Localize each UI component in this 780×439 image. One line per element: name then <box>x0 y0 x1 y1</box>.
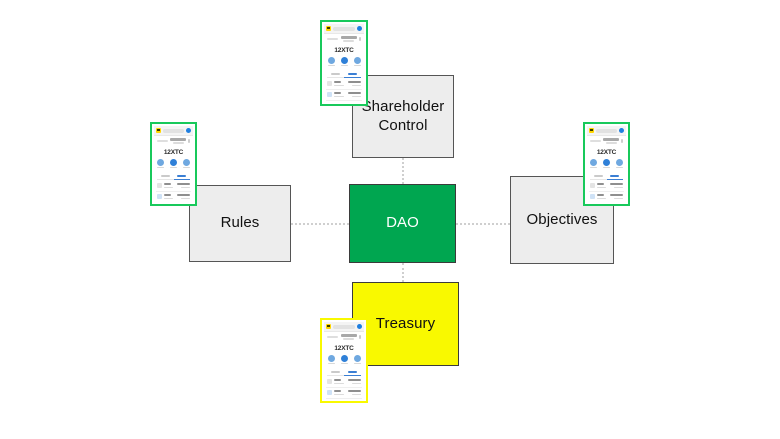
account-row[interactable] <box>587 136 626 145</box>
action-swap-button[interactable] <box>353 354 361 364</box>
list-item[interactable] <box>589 192 624 202</box>
action-swap-button[interactable] <box>183 158 190 168</box>
wallet-logo-icon <box>326 324 331 329</box>
connector-dao-objectives <box>456 223 510 225</box>
tab-activity[interactable] <box>344 371 361 376</box>
account-name-block <box>170 138 186 144</box>
wallet-header <box>587 126 626 136</box>
account-network-chip <box>157 139 168 142</box>
tab-activity[interactable] <box>173 175 190 180</box>
tab-activity[interactable] <box>344 73 361 78</box>
account-network-chip <box>327 335 338 338</box>
list-item[interactable] <box>326 79 362 90</box>
phone-screen: 12XTC <box>324 322 364 399</box>
connector-dao-shareholder-control <box>402 158 404 184</box>
phone-mockup-left[interactable]: 12XTC <box>150 122 197 206</box>
action-receive-button[interactable] <box>603 158 610 168</box>
wallet-logo-icon <box>326 26 331 31</box>
wallet-header <box>154 126 193 136</box>
transaction-list <box>587 180 626 202</box>
avatar[interactable] <box>357 324 362 329</box>
wallet-balance: 12XTC <box>334 46 354 54</box>
action-swap-button[interactable] <box>616 158 623 168</box>
wallet-header <box>324 24 364 34</box>
wallet-balance: 12XTC <box>334 344 354 352</box>
wallet-tabs <box>154 172 193 180</box>
node-dao-label: DAO <box>386 214 419 232</box>
list-item[interactable] <box>326 377 362 388</box>
wallet-balance: 12XTC <box>163 148 184 156</box>
search-input[interactable] <box>333 26 355 31</box>
list-item[interactable] <box>326 90 362 101</box>
wallet-actions <box>587 158 626 171</box>
list-item[interactable] <box>156 181 191 192</box>
account-network-chip <box>590 139 601 142</box>
avatar[interactable] <box>619 128 624 133</box>
search-input[interactable] <box>163 128 184 133</box>
avatar[interactable] <box>186 128 191 133</box>
account-name-block <box>603 138 619 144</box>
more-options-icon[interactable] <box>188 138 190 143</box>
more-options-icon[interactable] <box>621 138 623 143</box>
wallet-actions <box>324 56 364 69</box>
wallet-tabs <box>324 368 364 376</box>
wallet-balance: 12XTC <box>596 148 617 156</box>
search-input[interactable] <box>333 324 355 329</box>
connector-dao-treasury <box>402 263 404 282</box>
account-name-block <box>340 334 357 340</box>
phone-mockup-bottom[interactable]: 12XTC <box>320 318 368 403</box>
action-send-button[interactable] <box>590 158 597 168</box>
connector-dao-rules <box>291 223 349 225</box>
more-options-icon[interactable] <box>359 334 361 339</box>
list-item[interactable] <box>326 388 362 399</box>
phone-screen: 12XTC <box>324 24 364 102</box>
account-row[interactable] <box>154 136 193 145</box>
avatar[interactable] <box>357 26 362 31</box>
action-receive-button[interactable] <box>340 56 348 66</box>
node-treasury-label: Treasury <box>375 314 436 332</box>
action-receive-button[interactable] <box>170 158 177 168</box>
account-name-block <box>340 36 357 42</box>
phone-mockup-right[interactable]: 12XTC <box>583 122 630 206</box>
node-shareholder-control[interactable]: Shareholder Control <box>352 75 454 158</box>
wallet-actions <box>154 158 193 171</box>
account-row[interactable] <box>324 34 364 43</box>
transaction-list <box>324 78 364 101</box>
transaction-list <box>324 376 364 399</box>
tab-tokens[interactable] <box>327 73 344 78</box>
transaction-list <box>154 180 193 202</box>
wallet-logo-icon <box>589 128 594 133</box>
wallet-tabs <box>324 70 364 78</box>
node-objectives-label: Objectives <box>526 210 598 228</box>
tab-tokens[interactable] <box>590 175 607 180</box>
tab-tokens[interactable] <box>327 371 344 376</box>
account-network-chip <box>327 37 338 40</box>
action-receive-button[interactable] <box>340 354 348 364</box>
action-send-button[interactable] <box>157 158 164 168</box>
phone-screen: 12XTC <box>587 126 626 202</box>
wallet-tabs <box>587 172 626 180</box>
node-treasury[interactable]: Treasury <box>352 282 459 366</box>
wallet-logo-icon <box>156 128 161 133</box>
phone-mockup-top[interactable]: 12XTC <box>320 20 368 106</box>
action-swap-button[interactable] <box>353 56 361 66</box>
tab-activity[interactable] <box>606 175 623 180</box>
node-rules[interactable]: Rules <box>189 185 291 262</box>
wallet-actions <box>324 354 364 367</box>
account-row[interactable] <box>324 332 364 341</box>
node-rules-label: Rules <box>220 214 260 232</box>
action-send-button[interactable] <box>327 56 335 66</box>
node-shareholder-control-label-line2: Control <box>378 116 428 134</box>
list-item[interactable] <box>589 181 624 192</box>
tab-tokens[interactable] <box>157 175 174 180</box>
action-send-button[interactable] <box>327 354 335 364</box>
list-item[interactable] <box>156 192 191 202</box>
node-dao[interactable]: DAO <box>349 184 456 263</box>
wallet-header <box>324 322 364 332</box>
node-shareholder-control-label-line1: Shareholder <box>361 97 445 115</box>
search-input[interactable] <box>596 128 617 133</box>
more-options-icon[interactable] <box>359 36 361 41</box>
phone-screen: 12XTC <box>154 126 193 202</box>
